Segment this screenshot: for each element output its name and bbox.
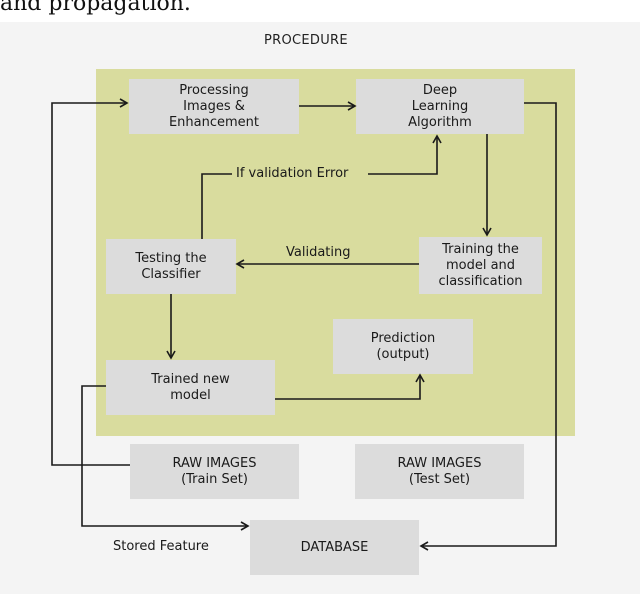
edge-testing-to-deep-learning [201,136,437,239]
edge-deep-learning-to-database [419,102,557,551]
edge-trained-to-prediction [275,373,425,400]
caption-text: and propagation. [0,0,191,16]
node-processing-images: Processing Images & Enhancement [129,79,299,134]
diagram-title: PROCEDURE [264,33,348,48]
node-raw-images-test: RAW IMAGES (Test Set) [355,444,524,499]
edge-label-stored-feature: Stored Feature [113,539,209,554]
edge-label-validating: Validating [286,245,351,260]
node-prediction: Prediction (output) [333,319,473,374]
node-database: DATABASE [250,520,419,575]
node-trained-model: Trained new model [106,360,275,415]
edge-trained-to-database [81,385,250,531]
node-raw-images-train: RAW IMAGES (Train Set) [130,444,299,499]
node-testing-classifier: Testing the Classifier [106,239,236,294]
node-training-model: Training the model and classification [419,237,542,294]
edge-raw-train-to-processing [51,98,130,466]
edge-label-validation-error: If validation Error [236,166,349,181]
node-deep-learning: Deep Learning Algorithm [356,79,524,134]
